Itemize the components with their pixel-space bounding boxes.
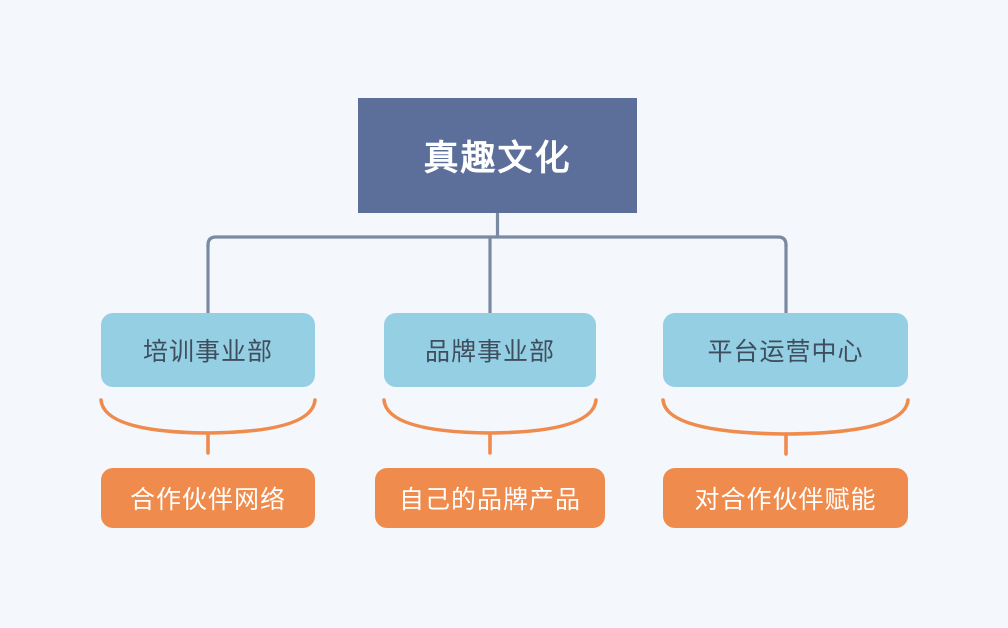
connector-brace-1 (382, 398, 598, 435)
node-division-1-label: 品牌事业部 (424, 338, 555, 366)
node-item-0[interactable]: 合作伙伴网络 (101, 468, 315, 528)
node-division-0-label: 培训事业部 (142, 338, 273, 366)
node-root[interactable]: 真趣文化 (358, 98, 637, 213)
node-item-1[interactable]: 自己的品牌产品 (375, 468, 605, 528)
connector-root-to-divisions (206, 213, 788, 313)
node-division-0[interactable]: 培训事业部 (101, 313, 315, 387)
connector-brace-2 (661, 398, 910, 436)
connector-horizontal-bus (206, 235, 788, 247)
connector-divisions-to-items (99, 398, 910, 456)
node-division-2-label: 平台运营中心 (707, 338, 864, 366)
node-item-2[interactable]: 对合作伙伴赋能 (663, 468, 908, 528)
connector-brace-0 (99, 398, 317, 435)
node-division-1[interactable]: 品牌事业部 (384, 313, 596, 387)
node-item-0-label: 合作伙伴网络 (129, 486, 286, 514)
node-root-label: 真趣文化 (423, 139, 572, 178)
node-item-1-label: 自己的品牌产品 (398, 486, 581, 514)
node-item-2-label: 对合作伙伴赋能 (694, 486, 877, 514)
node-division-2[interactable]: 平台运营中心 (663, 313, 908, 387)
